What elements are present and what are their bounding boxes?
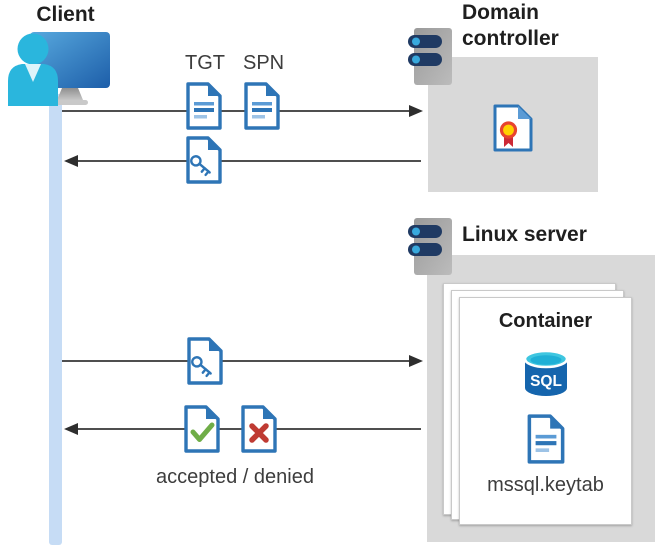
sql-database-icon: SQL xyxy=(523,349,569,403)
tgt-document-icon xyxy=(185,81,223,136)
check-document-icon xyxy=(183,404,221,459)
ticket-document-icon xyxy=(186,336,224,391)
arrow-client-to-dc-head xyxy=(409,105,423,117)
arrow-dc-to-client-head xyxy=(64,155,78,167)
x-document-icon xyxy=(240,404,278,459)
arrow-client-to-dc-line xyxy=(62,110,411,112)
spn-label: SPN xyxy=(243,52,285,74)
container-title: Container xyxy=(498,310,593,332)
ticket-document-icon xyxy=(185,135,223,190)
linux-server-title: Linux server xyxy=(462,223,587,246)
domain-controller-title: Domain controller xyxy=(462,1,559,50)
dc-server-icon xyxy=(408,28,454,91)
client-lifeline xyxy=(49,94,62,545)
accepted-denied-label: accepted / denied xyxy=(156,466,314,488)
spn-document-icon xyxy=(243,81,281,136)
arrow-client-to-linux-head xyxy=(409,355,423,367)
keytab-label: mssql.keytab xyxy=(487,474,604,496)
tgt-label: TGT xyxy=(185,52,225,74)
container-card: Container SQL mssql.keytab xyxy=(459,297,632,525)
client-title: Client xyxy=(36,3,95,26)
sql-badge-text: SQL xyxy=(530,373,562,390)
arrow-linux-to-client-head xyxy=(64,423,78,435)
arrow-dc-to-client-line xyxy=(77,160,421,162)
linux-server-icon xyxy=(408,218,454,281)
certificate-icon xyxy=(491,103,535,158)
keytab-document-icon xyxy=(525,413,567,470)
arrow-client-to-linux-line xyxy=(62,360,411,362)
client-workstation-icon xyxy=(6,26,118,111)
